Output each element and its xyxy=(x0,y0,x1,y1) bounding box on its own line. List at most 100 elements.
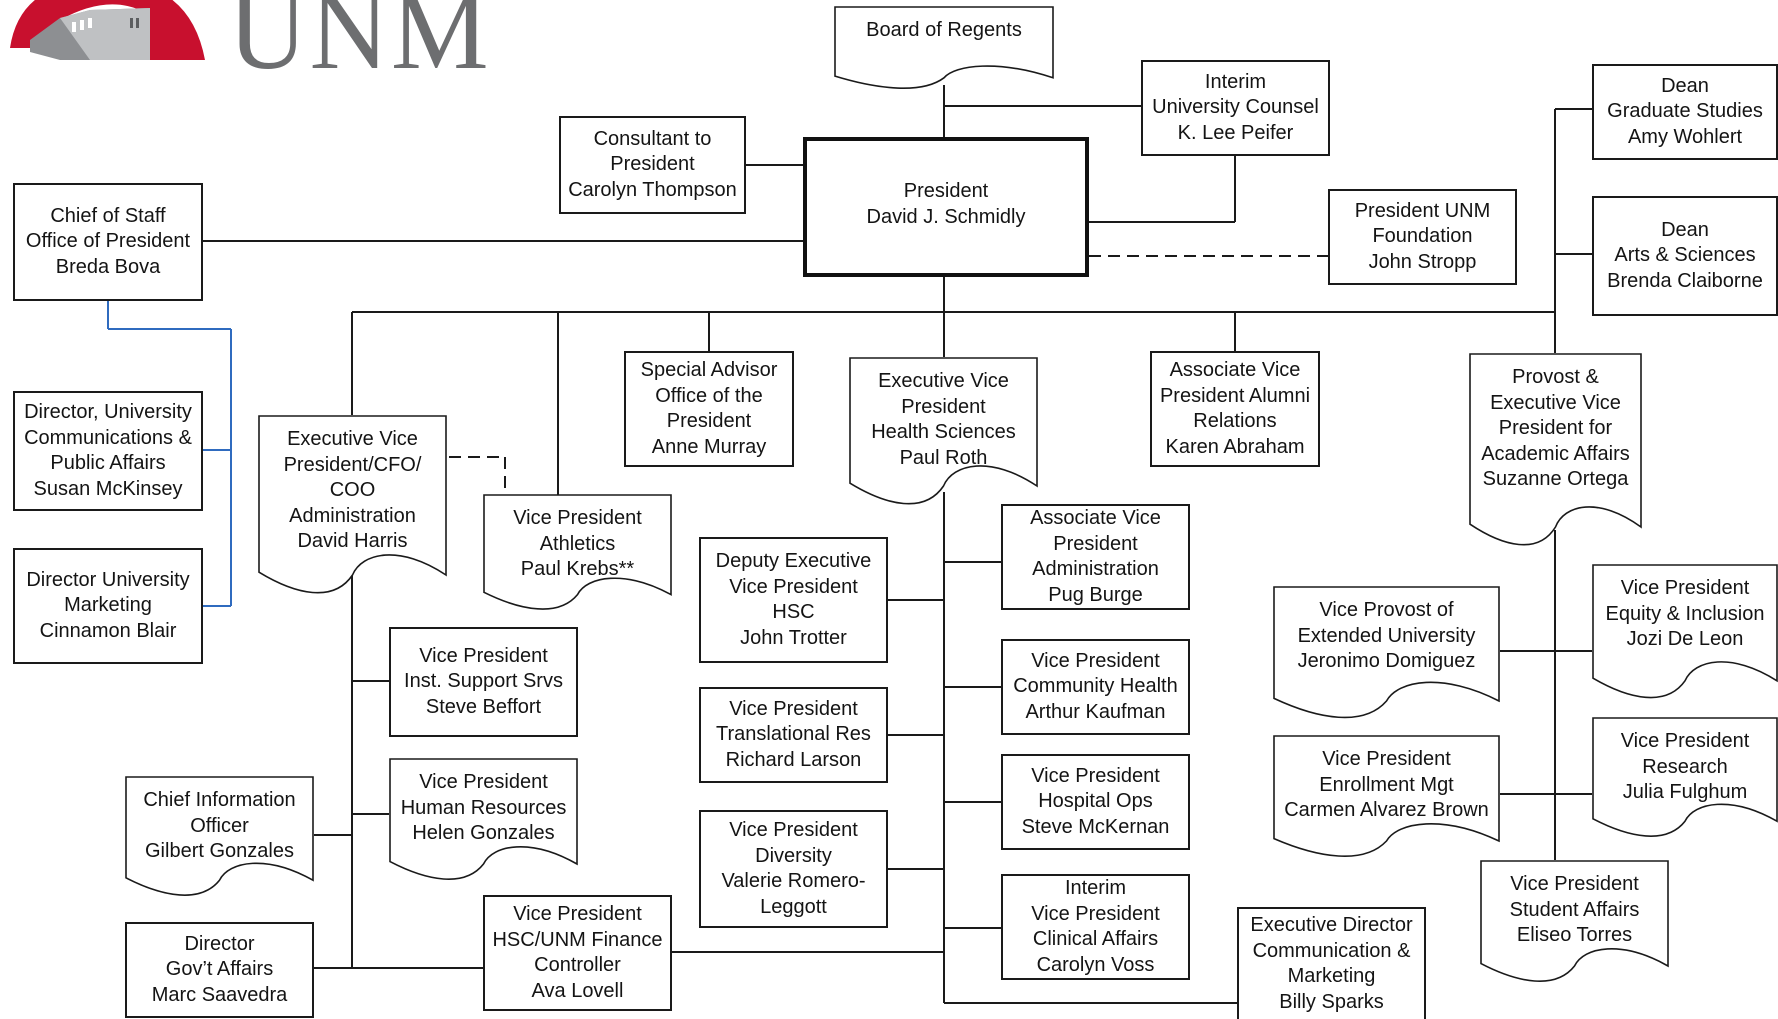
node-text-line: Vice President xyxy=(513,507,642,529)
node-text-line: Vice President xyxy=(1620,730,1750,752)
node-text-line: Graduate Studies xyxy=(1607,100,1763,123)
node-text-line: Student Affairs xyxy=(1509,898,1640,921)
node-text-line: Special Advisor xyxy=(640,359,778,381)
node-text-line: Chief of Staff xyxy=(50,204,166,227)
node-text-line: Executive Vice xyxy=(1490,391,1621,414)
node-text-line: Executive Vice xyxy=(878,370,1009,392)
node-text-line: Carmen Alvarez Brown xyxy=(1284,799,1489,821)
node-text-line: Officer xyxy=(190,814,249,837)
node-text-line: Gov’t Affairs xyxy=(165,958,274,981)
node-text-line: Valerie Romero- xyxy=(721,870,866,892)
node-text-line: President xyxy=(901,395,986,418)
node-text-line: John Trotter xyxy=(740,626,847,649)
node-text-line: HSC xyxy=(772,601,815,623)
node-text-line: Inst. Support Srvs xyxy=(404,670,563,693)
node-text-line: Research xyxy=(1642,755,1728,778)
node-text-line: Brenda Claiborne xyxy=(1607,269,1763,292)
node-text-line: Relations xyxy=(1193,410,1277,432)
node-text-line: Interim xyxy=(1204,70,1267,93)
node-text-line: President/CFO/ xyxy=(283,453,422,476)
node-text-line: Paul Roth xyxy=(899,446,988,469)
node-text-line: John Stropp xyxy=(1368,250,1477,273)
node-text-line: David J. Schmidly xyxy=(866,205,1026,228)
node-text-line: Leggott xyxy=(760,895,827,918)
node-text-line: Equity & Inclusion xyxy=(1605,602,1765,625)
node-text-line: President Alumni xyxy=(1159,384,1311,407)
node-text-line: Office of President xyxy=(25,230,191,253)
node-text-line: Office of the xyxy=(655,384,763,407)
node-text-line: Vice President xyxy=(513,903,642,925)
node-text-line: Administration xyxy=(289,504,416,527)
document-shape xyxy=(1592,717,1778,837)
node-text-line: Vice President xyxy=(1620,577,1750,599)
document-shape xyxy=(125,776,314,896)
document-shape xyxy=(1469,353,1642,546)
node-text-line: Marc Saavedra xyxy=(151,983,288,1006)
node-text-line: Vice President xyxy=(729,575,858,598)
node-text-line: Public Affairs xyxy=(50,452,166,474)
node-text-line: Director University xyxy=(26,568,190,591)
node-text-line: Dean xyxy=(1661,218,1709,241)
node-text-line: Vice Provost of xyxy=(1319,599,1454,621)
node-text-line: K. Lee Peifer xyxy=(1177,121,1294,144)
node-board-of-regents: Board of Regents xyxy=(834,6,1054,89)
node-text-line: Amy Wohlert xyxy=(1627,125,1743,148)
node-text-line: Hospital Ops xyxy=(1038,790,1153,813)
node-text-line: Vice President xyxy=(1031,764,1160,787)
node-text-line: President xyxy=(666,410,752,432)
node-text-line: Health Sciences xyxy=(871,421,1016,443)
logo-text: UNM xyxy=(228,0,491,80)
node-text: Board of Regents xyxy=(866,18,1022,44)
node-text-line: Translational Res xyxy=(716,723,871,746)
node-text-line: Pug Burge xyxy=(1048,583,1143,606)
node-text-line: Carolyn Voss xyxy=(1036,953,1155,976)
node-text-line: Executive Vice xyxy=(287,428,418,450)
node-text-line: Deputy Executive xyxy=(715,550,872,572)
node-text-line: Vice President xyxy=(729,697,858,720)
document-shape xyxy=(1273,735,1500,857)
node-text-line: Associate Vice xyxy=(1030,507,1161,529)
node-text-line: Steve Beffort xyxy=(425,695,542,718)
document-shape xyxy=(483,494,672,610)
node-text-line: Julia Fulghum xyxy=(1622,781,1748,803)
node-text-line: Carolyn Thompson xyxy=(568,178,737,201)
node-text-line: Helen Gonzales xyxy=(412,822,555,844)
node-text-line: University Counsel xyxy=(1152,96,1319,119)
